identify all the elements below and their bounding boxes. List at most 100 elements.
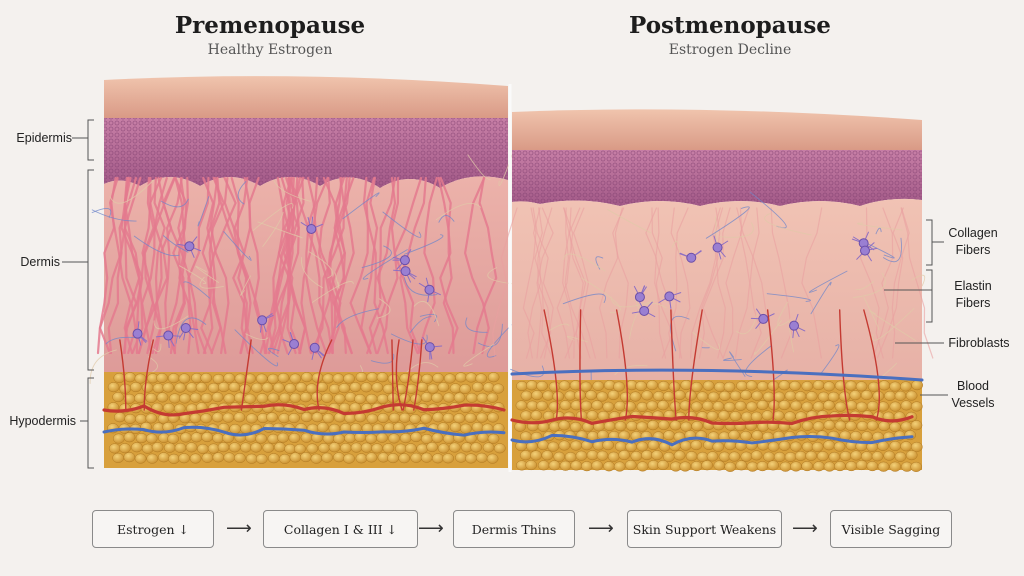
fat-cell (673, 390, 686, 401)
fat-cell (707, 391, 720, 402)
elastin-fiber (195, 265, 219, 283)
fat-cell (762, 391, 775, 402)
fat-cell (860, 451, 873, 462)
fat-cell (669, 420, 682, 431)
fat-cell (537, 440, 550, 451)
fat-cell (294, 443, 306, 454)
fat-cell (548, 381, 561, 392)
fat-cell (735, 460, 748, 471)
fat-cell (657, 420, 670, 431)
capillary (119, 339, 127, 411)
capillary (402, 339, 414, 411)
fat-cell (877, 401, 890, 412)
elastin-fiber (382, 211, 422, 238)
fat-cell (244, 373, 256, 384)
elastin-fiber (548, 323, 570, 332)
fat-cell (849, 390, 862, 401)
fat-cell (734, 400, 747, 411)
collagen-fiber (368, 176, 397, 355)
fat-cell (157, 452, 170, 463)
collagen-fiber (534, 207, 553, 359)
dermis-label: Dermis (20, 255, 60, 269)
fat-cell (690, 440, 703, 451)
fat-cell (222, 412, 235, 423)
elastin-fiber (808, 270, 848, 293)
fat-cell (706, 410, 719, 422)
elastin-fiber (723, 357, 742, 361)
fat-cell (629, 391, 642, 402)
fat-cell (530, 410, 543, 421)
fat-cell (355, 372, 368, 383)
fat-cell (453, 392, 466, 403)
elastin-fiber (240, 275, 251, 296)
fat-cell (195, 382, 208, 393)
fat-cell (173, 403, 186, 414)
fat-cell (212, 452, 225, 463)
fat-cell (827, 391, 840, 402)
fat-cell (376, 432, 388, 443)
fat-cell (603, 461, 615, 472)
fat-cell (174, 382, 187, 393)
fibroblast-cell (634, 292, 645, 303)
fat-cell (537, 460, 550, 471)
flow-step-estrogen: Estrogen ↓ (92, 510, 214, 548)
elastin-fiber (109, 179, 155, 204)
premenopause-subtitle: Healthy Estrogen (207, 42, 333, 58)
collagen-fiber (702, 207, 731, 359)
fat-cell (823, 461, 836, 472)
fat-cell (817, 391, 830, 402)
fat-cell (691, 421, 704, 432)
collagen-fiber (285, 176, 297, 355)
fat-cell (801, 381, 814, 392)
fat-cell (486, 453, 499, 464)
fat-cell (860, 390, 873, 401)
fat-cell (244, 393, 256, 404)
fat-cell (736, 380, 748, 391)
collagen-fiber (492, 207, 518, 359)
fat-cell (349, 402, 362, 413)
structure-brackets (884, 219, 948, 396)
fat-cell (274, 442, 286, 453)
elastin-fiber (312, 281, 354, 303)
fat-cell (277, 432, 289, 443)
fat-cell (746, 401, 758, 412)
fat-cell (784, 390, 797, 401)
fibroblast-cell (257, 315, 268, 326)
fibroblast-cell (758, 313, 769, 324)
fat-cell (112, 392, 124, 403)
fat-cell (559, 460, 572, 471)
layer-brackets (62, 119, 94, 469)
fat-cell (740, 430, 752, 442)
fat-cell (119, 443, 131, 454)
fat-cell (190, 432, 203, 443)
fat-cell (801, 441, 814, 452)
fat-cell (470, 442, 483, 453)
fat-cell (151, 442, 164, 453)
fat-cell (410, 431, 422, 443)
fat-cell (647, 420, 659, 431)
flow-arrow-icon: ⟶ (588, 518, 614, 539)
fat-cell (570, 440, 582, 451)
elastin-fiber (153, 315, 189, 330)
fat-cell (471, 422, 484, 433)
collagen-fiber (891, 207, 910, 359)
fat-cell (626, 421, 638, 432)
fat-cell (212, 433, 224, 444)
fat-cell (162, 382, 175, 393)
fat-cell (905, 390, 918, 401)
fat-cell (729, 390, 742, 401)
fat-cell (596, 391, 609, 402)
collagen-fiber (349, 176, 376, 355)
fat-cell (141, 443, 154, 454)
fat-cell (910, 461, 923, 472)
fat-cell (823, 440, 835, 451)
elastin-fiber (477, 323, 503, 347)
fat-cell (884, 390, 896, 401)
fat-cell (145, 433, 158, 444)
fat-cell (801, 401, 814, 412)
capillary (413, 339, 423, 411)
fat-cell (646, 400, 659, 411)
collagen-fiber (900, 207, 934, 359)
fat-cell (702, 380, 715, 391)
fat-cell (905, 450, 918, 461)
